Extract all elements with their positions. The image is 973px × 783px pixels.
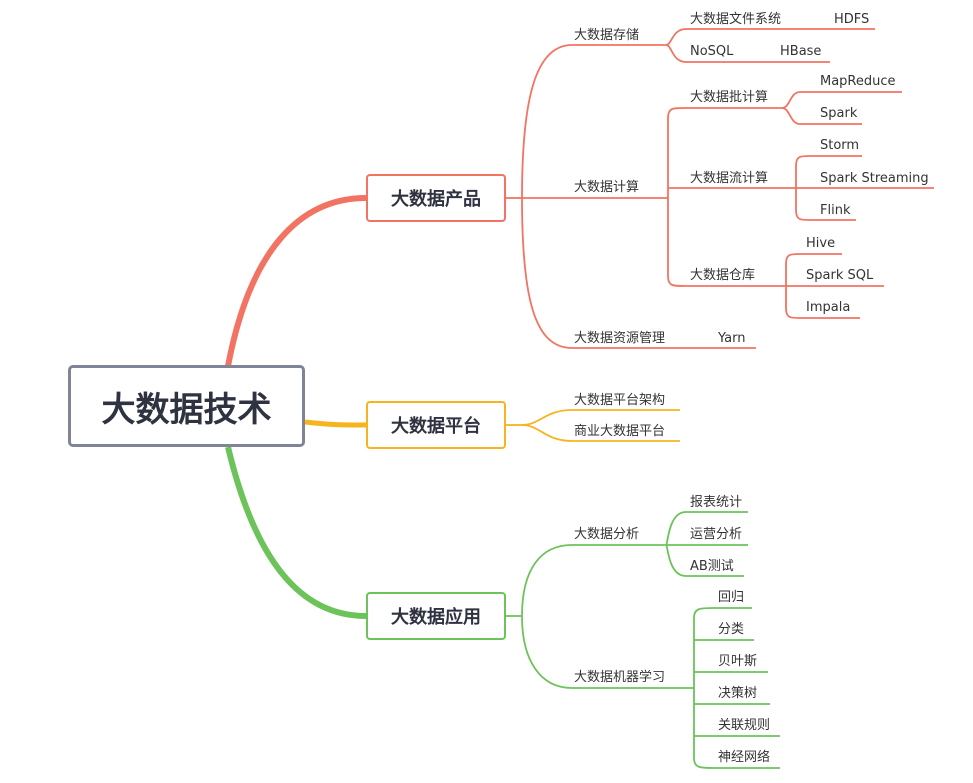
leaf-yarn[interactable]: Yarn (718, 331, 746, 346)
leaf-spark-streaming[interactable]: Spark Streaming (820, 171, 929, 186)
leaf-storm[interactable]: Storm (820, 138, 860, 153)
leaf-spark[interactable]: Spark (820, 106, 858, 121)
node-compute[interactable]: 大数据计算 (574, 180, 640, 195)
leaf-decision-tree[interactable]: 决策树 (718, 686, 758, 701)
node-resource[interactable]: 大数据资源管理 (574, 331, 666, 346)
node-nosql[interactable]: NoSQL (690, 44, 734, 59)
leaf-hive[interactable]: Hive (806, 236, 836, 251)
leaf-impala[interactable]: Impala (806, 300, 851, 315)
node-commercial-platform[interactable]: 商业大数据平台 (574, 424, 666, 439)
leaf-operations[interactable]: 运营分析 (690, 527, 743, 542)
branch-platform[interactable]: 大数据平台 (366, 401, 506, 449)
node-stream[interactable]: 大数据流计算 (690, 171, 769, 186)
root-node[interactable]: 大数据技术 (68, 365, 305, 447)
node-platform-arch[interactable]: 大数据平台架构 (574, 393, 666, 408)
node-storage[interactable]: 大数据存储 (574, 28, 640, 43)
platform-connectors (304, 409, 680, 442)
node-ml[interactable]: 大数据机器学习 (574, 670, 666, 685)
node-batch[interactable]: 大数据批计算 (690, 90, 769, 105)
leaf-association[interactable]: 关联规则 (718, 718, 771, 733)
root-platform-link (304, 419, 367, 428)
root-products-link (225, 195, 367, 367)
leaf-neural-network[interactable]: 神经网络 (718, 750, 771, 765)
node-dfs[interactable]: 大数据文件系统 (690, 12, 782, 27)
products-connectors (225, 28, 934, 367)
node-warehouse[interactable]: 大数据仓库 (690, 268, 756, 283)
leaf-mapreduce[interactable]: MapReduce (820, 74, 896, 89)
leaf-hdfs[interactable]: HDFS (834, 12, 870, 27)
leaf-report[interactable]: 报表统计 (690, 495, 743, 510)
leaf-bayes[interactable]: 贝叶斯 (718, 654, 758, 669)
node-analysis[interactable]: 大数据分析 (574, 527, 640, 542)
leaf-regression[interactable]: 回归 (718, 590, 745, 605)
leaf-flink[interactable]: Flink (820, 203, 851, 218)
leaf-hbase[interactable]: HBase (780, 44, 822, 59)
leaf-classification[interactable]: 分类 (718, 622, 745, 637)
leaf-ab-test[interactable]: AB测试 (690, 559, 734, 574)
applications-connectors (225, 446, 780, 769)
leaf-spark-sql[interactable]: Spark SQL (806, 268, 874, 283)
branch-products[interactable]: 大数据产品 (366, 174, 506, 222)
branch-applications[interactable]: 大数据应用 (366, 592, 506, 640)
root-applications-link (225, 446, 367, 619)
